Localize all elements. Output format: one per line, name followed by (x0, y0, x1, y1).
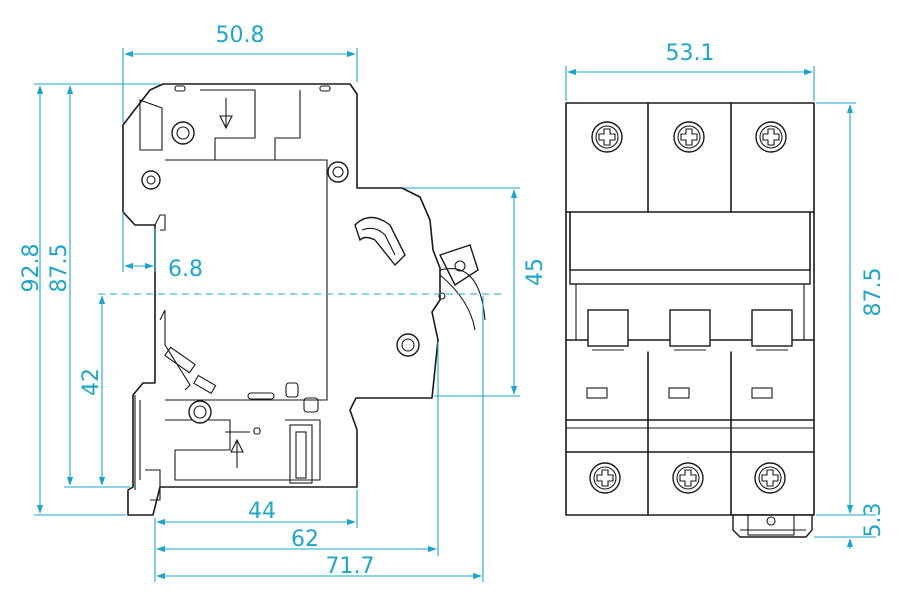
side-view-slot-e (303, 397, 319, 413)
side-view-clip-tab (154, 214, 166, 231)
side-view-screw-mid (396, 333, 420, 357)
dim-label-92-8: 92.8 (19, 244, 44, 293)
side-view-slot-a (164, 346, 196, 374)
side-view-top-slot (200, 89, 301, 161)
side-view-inner-frame (165, 159, 328, 401)
dim-label-45: 45 (523, 258, 548, 286)
plus-screw-icon (673, 121, 705, 153)
side-view-rail-clip (134, 395, 161, 501)
dim-label-62: 62 (291, 527, 319, 552)
side-view-lower-frame (165, 419, 321, 481)
plus-screw-icon (755, 121, 787, 153)
front-view (565, 102, 815, 538)
side-view-toggle-arc (439, 268, 486, 331)
dim-label-53-1: 53.1 (666, 41, 715, 66)
side-view-slot-b (193, 374, 217, 395)
side-view-screw-left (141, 170, 161, 190)
side-view-screw-right (327, 161, 349, 183)
dim-label-87-5-side: 87.5 (47, 244, 72, 293)
front-view-dimensions: 53.1 87.5 5.3 (565, 41, 886, 549)
dim-label-50-8: 50.8 (216, 23, 265, 48)
plus-screw-icon (672, 462, 704, 494)
plus-screw-icon (591, 121, 623, 153)
dim-label-5-3: 5.3 (861, 503, 886, 538)
dim-label-6-8: 6.8 (168, 257, 203, 282)
arrow-down-icon (215, 98, 238, 139)
front-view-handle-tabs (587, 309, 793, 351)
side-view-body-outline (122, 83, 441, 516)
dim-label-42: 42 (79, 368, 104, 396)
side-view-lever-slot (354, 216, 406, 267)
front-view-indicator-3 (751, 387, 773, 399)
plus-screw-icon (589, 462, 621, 494)
side-view-terminal-box (289, 424, 313, 484)
front-view-din-clip (732, 514, 813, 538)
plus-screw-icon (754, 462, 786, 494)
side-view-screw-top (171, 121, 195, 145)
side-view (122, 83, 486, 516)
arrow-up-icon (225, 427, 261, 468)
front-view-indicator-1 (586, 387, 608, 399)
side-view-screw-bottom (188, 400, 212, 424)
dim-label-44: 44 (248, 499, 276, 524)
side-view-spring (159, 309, 191, 391)
front-view-handle-bar (569, 269, 811, 285)
dim-label-71-7: 71.7 (326, 554, 375, 579)
side-view-slot-d (285, 382, 299, 398)
front-view-indicator-2 (668, 387, 690, 399)
dim-label-87-5-front: 87.5 (861, 268, 886, 317)
side-view-slot-c (247, 392, 275, 400)
side-view-dimensions: 50.8 92.8 87.5 6.8 42 45 44 62 (19, 23, 548, 582)
side-view-top-clip (139, 99, 163, 151)
front-view-body (565, 102, 815, 516)
